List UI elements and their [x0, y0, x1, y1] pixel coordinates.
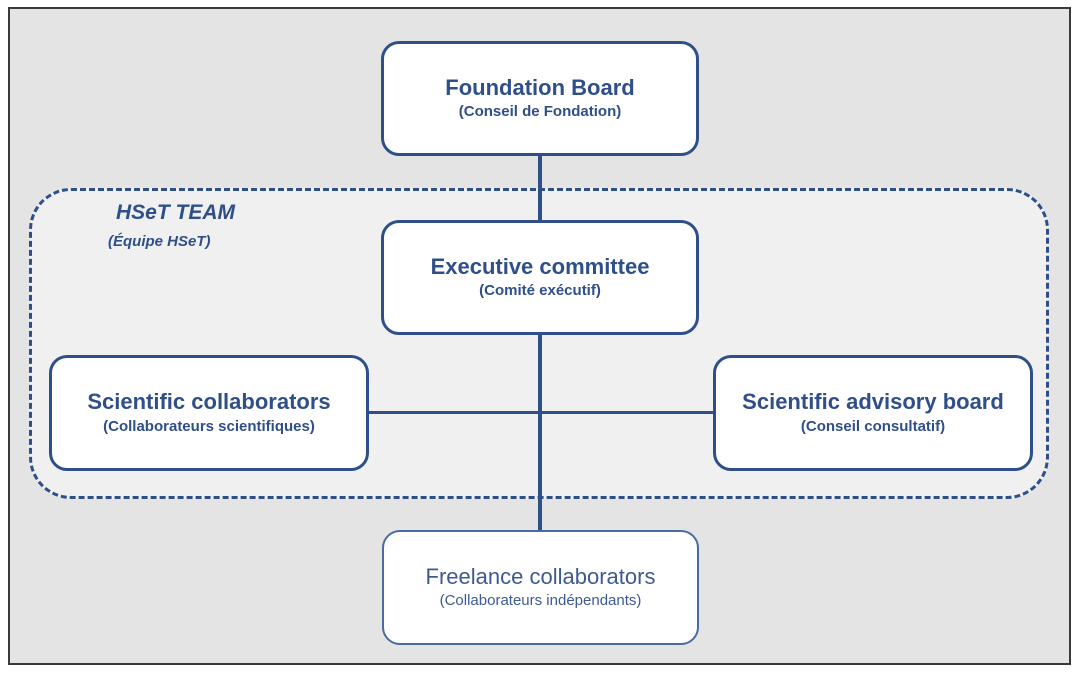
connector-board-to-executive: [538, 154, 542, 222]
connector-executive-to-freelance: [538, 333, 542, 532]
node-title: Executive committee: [430, 253, 650, 279]
node-title: Scientific collaborators: [87, 389, 331, 414]
team-title: HSeT TEAM: [116, 201, 236, 224]
node-subtitle: (Comité exécutif): [479, 282, 601, 299]
node-subtitle: (Conseil de Fondation): [458, 103, 622, 120]
connector-horizontal: [367, 411, 715, 414]
node-title: Scientific advisory board: [742, 389, 1004, 414]
node-scientific-advisory-board: Scientific advisory board (Conseil consu…: [713, 355, 1033, 471]
node-title: Foundation Board: [445, 74, 635, 100]
team-subtitle: (Équipe HSeT): [108, 233, 211, 250]
node-executive-committee: Executive committee (Comité exécutif): [381, 220, 699, 335]
node-subtitle: (Collaborateurs indépendants): [439, 592, 642, 609]
node-scientific-collaborators: Scientific collaborators (Collaborateurs…: [49, 355, 369, 471]
node-freelance-collaborators: Freelance collaborators (Collaborateurs …: [382, 530, 699, 645]
node-subtitle: (Collaborateurs scientifiques): [103, 417, 315, 435]
node-title: Freelance collaborators: [425, 563, 656, 589]
node-foundation-board: Foundation Board (Conseil de Fondation): [381, 41, 699, 156]
node-subtitle: (Conseil consultatif): [800, 417, 946, 435]
